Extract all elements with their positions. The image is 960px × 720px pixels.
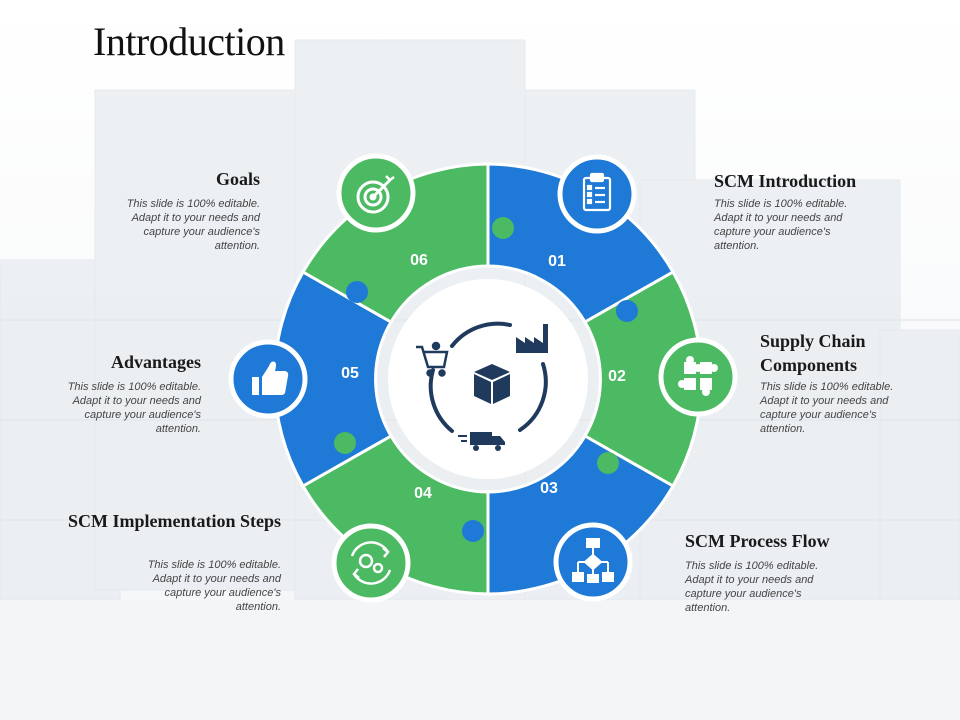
- step-number: 02: [608, 368, 626, 385]
- segment-02: [582, 269, 703, 489]
- puzzle-knob: [597, 452, 619, 474]
- description-scm-implementation-steps: This slide is 100% editable. Adapt it to…: [147, 559, 281, 613]
- shopping-cart-icon: [416, 341, 449, 377]
- page-title: Introduction: [93, 19, 285, 64]
- puzzle-knob: [462, 520, 484, 542]
- description-scm-introduction: This slide is 100% editable. Adapt it to…: [714, 198, 848, 252]
- delivery-truck-icon: [458, 432, 505, 451]
- heading-advantages: Advantages: [110, 352, 201, 372]
- segment-06: [300, 162, 490, 325]
- thumbs-up-icon: [252, 361, 289, 395]
- puzzle-knob: [334, 432, 356, 454]
- puzzle-knob: [492, 217, 514, 239]
- clipboard-checklist-icon: [582, 172, 612, 212]
- puzzle-knob: [616, 300, 638, 322]
- center-cycle: [428, 321, 548, 433]
- description-goals: This slide is 100% editable. Adapt it to…: [126, 198, 260, 252]
- flowchart-icon: [572, 538, 614, 583]
- badge-02: [658, 337, 738, 417]
- step-number: 01: [548, 253, 566, 270]
- gears-cycle-icon: [350, 541, 392, 585]
- description-supply-chain-components: This slide is 100% editable. Adapt it to…: [760, 381, 894, 435]
- segment-04: [300, 433, 490, 596]
- box-icon: [474, 364, 510, 404]
- step-number: 04: [414, 485, 432, 502]
- heading-supply-chain-components: Supply Chain Components: [760, 331, 866, 375]
- description-scm-process-flow: This slide is 100% editable. Adapt it to…: [685, 560, 819, 614]
- center-disc: [388, 279, 588, 479]
- badge-03: [553, 522, 633, 602]
- heading-scm-process-flow: SCM Process Flow: [685, 531, 830, 551]
- puzzle-pieces-icon: [678, 356, 718, 396]
- step-number: 06: [410, 252, 428, 269]
- description-advantages: This slide is 100% editable. Adapt it to…: [67, 381, 201, 435]
- step-number: 05: [341, 365, 359, 382]
- badge-01: [557, 154, 637, 234]
- segment-05: [273, 269, 394, 489]
- badge-05: [228, 339, 308, 419]
- step-number: 03: [540, 480, 558, 497]
- target-icon: [356, 175, 395, 214]
- segment-01: [486, 162, 676, 325]
- heading-goals: Goals: [215, 169, 260, 189]
- factory-icon: [516, 324, 548, 353]
- heading-scm-implementation-steps: SCM Implementation Steps: [67, 511, 281, 531]
- heading-scm-introduction: SCM Introduction: [714, 171, 857, 191]
- puzzle-knob: [346, 281, 368, 303]
- badge-06: [336, 153, 416, 233]
- badge-04: [331, 523, 411, 603]
- segment-03: [486, 433, 676, 596]
